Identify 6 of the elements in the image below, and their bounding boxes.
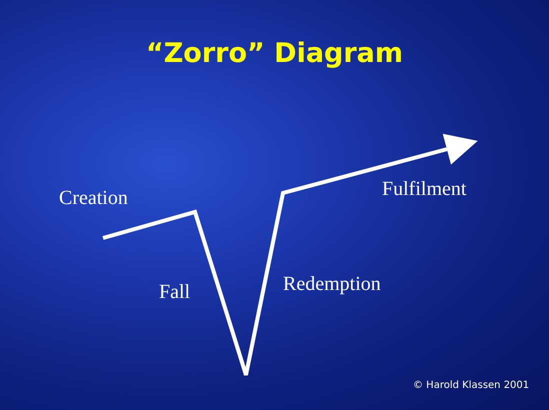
stage-label: Fulfilment <box>382 178 466 201</box>
stage-label: Fall <box>159 281 190 304</box>
slide-title: “Zorro” Diagram <box>144 38 404 69</box>
stage-label: Creation <box>59 187 128 210</box>
copyright-note: © Harold Klassen 2001 <box>413 380 530 391</box>
stage-label: Redemption <box>283 273 381 296</box>
